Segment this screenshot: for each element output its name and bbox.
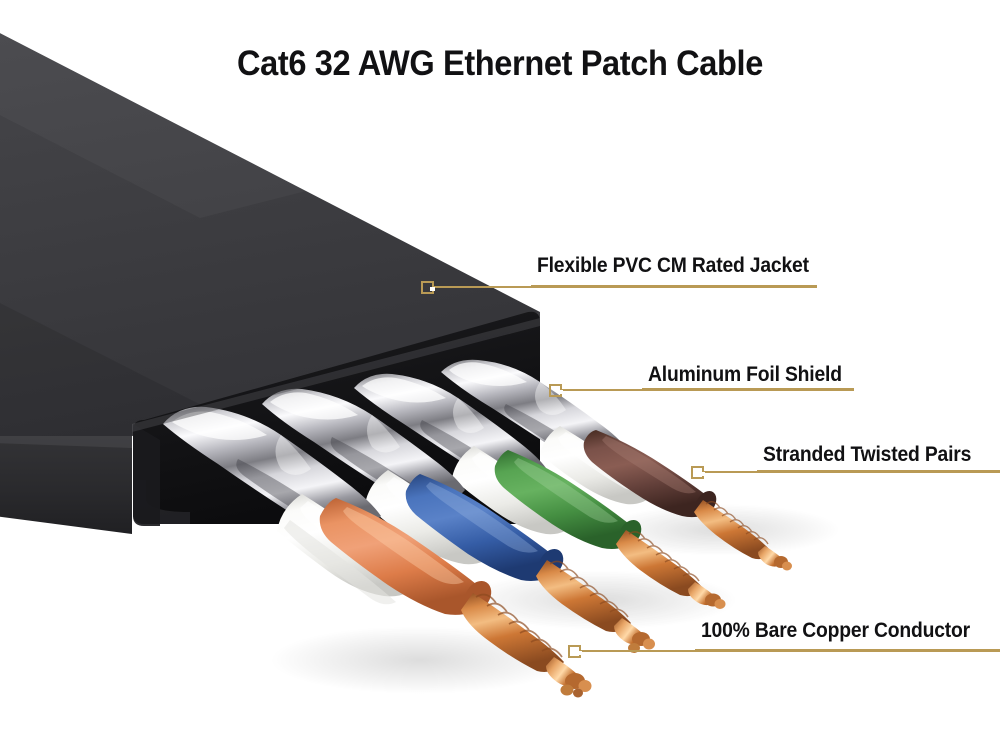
page-title: Cat6 32 AWG Ethernet Patch Cable bbox=[237, 44, 763, 83]
twisted-pair-blue bbox=[262, 388, 655, 653]
callout-shield-leader bbox=[562, 389, 646, 391]
jacket-cavity-lip bbox=[132, 318, 540, 526]
callout-conductor-rule bbox=[695, 649, 1000, 652]
twisted-pair-brown bbox=[441, 359, 792, 571]
callout-pairs-rule bbox=[757, 470, 1000, 473]
callout-conductor-label: 100% Bare Copper Conductor bbox=[701, 619, 970, 642]
callout-jacket-rule bbox=[531, 285, 817, 288]
callout-jacket-leader bbox=[434, 286, 534, 288]
wire-green bbox=[494, 450, 637, 549]
wire-orange bbox=[319, 498, 486, 615]
wire-blue bbox=[405, 474, 559, 581]
callout-jacket-marker bbox=[421, 281, 435, 294]
jacket-front-face bbox=[0, 436, 132, 534]
copper-conductor-orange bbox=[461, 593, 592, 698]
callout-pairs-marker bbox=[691, 466, 705, 479]
twisted-pair-orange bbox=[163, 406, 592, 698]
callout-conductor-marker bbox=[568, 645, 582, 658]
callout-pairs-label: Stranded Twisted Pairs bbox=[763, 443, 972, 466]
foil-shield-brown bbox=[441, 359, 626, 462]
wire-brown bbox=[583, 430, 713, 518]
callout-shield-label: Aluminum Foil Shield bbox=[648, 363, 842, 386]
callout-pairs-leader bbox=[704, 471, 761, 473]
callout-jacket-label: Flexible PVC CM Rated Jacket bbox=[537, 254, 809, 277]
callout-shield-rule bbox=[642, 388, 854, 391]
copper-conductor-brown bbox=[694, 500, 792, 571]
copper-conductor-green bbox=[616, 530, 726, 609]
callout-shield-marker bbox=[549, 384, 563, 397]
callout-conductor-leader bbox=[581, 650, 698, 652]
twisted-pair-green bbox=[354, 373, 726, 609]
jacket-top-face bbox=[0, 33, 540, 436]
